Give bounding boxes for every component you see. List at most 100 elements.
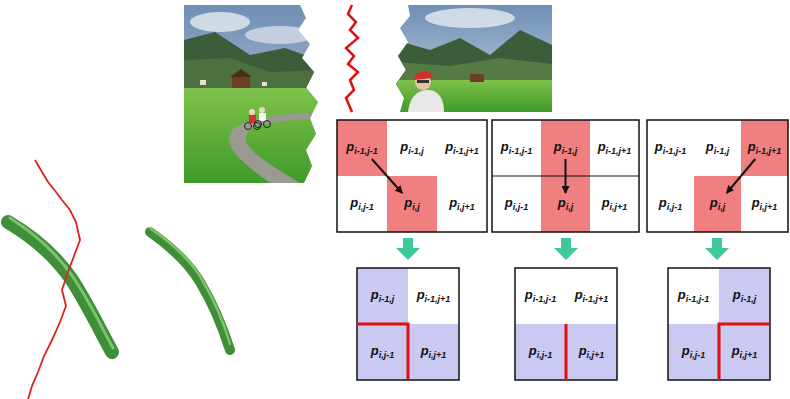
pixel-cell: pi-1,j+1 (590, 120, 639, 176)
pixel-label: pi,j-1 (682, 344, 705, 360)
seam-path-arrow (565, 159, 567, 193)
pixel-cell: pi-1,j (357, 268, 408, 324)
pixel-cell: pi,j+1 (590, 176, 639, 232)
pixel-label: pi-1,j-1 (346, 140, 377, 156)
cell-fill (590, 120, 639, 176)
cell-fill (437, 176, 487, 232)
pixel-label: pi,j-1 (371, 344, 394, 360)
photo-right (395, 5, 552, 112)
pixel-cell: pi,j-1 (668, 324, 719, 380)
green-arrows (396, 238, 729, 260)
pixel-label: pi-1,j+1 (445, 140, 479, 156)
photo-left (184, 5, 324, 183)
cell-fill (515, 324, 566, 380)
pixel-label: pi-1,j+1 (575, 288, 609, 304)
pixel-cell: pi,j+1 (408, 324, 459, 380)
pixel-cell: pi-1,j-1 (668, 268, 719, 324)
pixel-label: pi-1,j (400, 140, 423, 156)
pixel-cell: pi,j+1 (437, 176, 487, 232)
pixel-label: pi-1,j (706, 140, 729, 156)
pixel-label: pi-1,j-1 (678, 288, 709, 304)
pixel-cell: pi-1,j+1 (741, 120, 788, 176)
pixel-label: pi,j-1 (350, 196, 373, 212)
cell-fill (357, 268, 408, 324)
seam-line (346, 5, 358, 112)
pixel-cell: pi-1,j (694, 120, 741, 176)
pixel-label: pi-1,j+1 (598, 140, 632, 156)
pixel-cell: pi-1,j (541, 120, 590, 176)
pixel-label: pi,j+1 (602, 196, 628, 212)
cyclists (245, 107, 271, 130)
cell-fill (408, 268, 459, 324)
cell-fill (408, 324, 459, 380)
cell-fill (387, 120, 437, 176)
cell-fill (590, 176, 639, 232)
cell-fill (492, 120, 541, 176)
pixel-label: pi-1,j-1 (655, 140, 686, 156)
pixel-label: pi-1,j+1 (417, 288, 451, 304)
seam-path-arrow (727, 159, 756, 193)
cyclist (408, 71, 444, 112)
pixel-label: pi,j-1 (529, 344, 552, 360)
pixel-cell: pi,j-1 (492, 176, 541, 232)
cell-fill (337, 176, 387, 232)
cell-fill (566, 324, 617, 380)
cell-fill (668, 324, 719, 380)
pixel-cell: pi-1,j+1 (408, 268, 459, 324)
pixel-cell: pi-1,j (387, 120, 437, 176)
cell-fill (668, 268, 719, 324)
pixel-cell: pi-1,j+1 (437, 120, 487, 176)
stalk-carved (150, 228, 230, 350)
pixel-label: pi,j+1 (732, 344, 758, 360)
cell-fill (719, 268, 770, 324)
pixel-label: pi-1,j-1 (525, 288, 556, 304)
pixel-label: pi,j+1 (421, 344, 447, 360)
pixel-label: pi-1,j-1 (501, 140, 532, 156)
pixel-label: pi,j (558, 196, 573, 212)
cell-fill (515, 268, 566, 324)
pixel-cell: pi,j-1 (515, 324, 566, 380)
cell-fill (741, 176, 788, 232)
pixel-cell: pi-1,j-1 (492, 120, 541, 176)
cell-fill (694, 120, 741, 176)
cell-fill (357, 324, 408, 380)
cell-fill (492, 176, 541, 232)
pixel-label: pi,j (710, 196, 725, 212)
pixel-label: pi,j+1 (449, 196, 475, 212)
cell-fill (566, 268, 617, 324)
pixel-cell: pi-1,j+1 (566, 268, 617, 324)
pixel-cell: pi,j+1 (741, 176, 788, 232)
pixel-cell: pi-1,j-1 (647, 120, 694, 176)
seam-path-arrow (372, 159, 402, 193)
pixel-label: pi,j-1 (505, 196, 528, 212)
pixel-cell: pi,j+1 (719, 324, 770, 380)
seam-cut-lines (357, 324, 770, 380)
pixel-cell: pi,j-1 (647, 176, 694, 232)
cell-fill (647, 120, 694, 176)
pixel-cell: pi,j (541, 176, 590, 232)
pixel-cell: pi,j (694, 176, 741, 232)
pixel-label: pi,j (404, 196, 419, 212)
cell-fill (719, 324, 770, 380)
cell-fill (437, 120, 487, 176)
pixel-label: pi,j-1 (659, 196, 682, 212)
pixel-cell: pi-1,j (719, 268, 770, 324)
pixel-label: pi-1,j (554, 140, 577, 156)
pixel-label: pi-1,j (371, 288, 394, 304)
stalk-with-seam (8, 160, 113, 399)
pixel-label: pi,j+1 (752, 196, 778, 212)
grid-frames (337, 120, 788, 380)
pixel-cell: pi-1,j-1 (337, 120, 387, 176)
cell-fill (647, 176, 694, 232)
pixel-cell: pi-1,j-1 (515, 268, 566, 324)
cell-backgrounds (337, 120, 788, 380)
pixel-cell: pi,j-1 (337, 176, 387, 232)
pixel-label: pi-1,j+1 (748, 140, 782, 156)
pixel-label: pi,j+1 (579, 344, 605, 360)
pixel-label: pi-1,j (733, 288, 756, 304)
pixel-cell: pi,j-1 (357, 324, 408, 380)
pixel-cell: pi,j (387, 176, 437, 232)
pixel-cell: pi,j+1 (566, 324, 617, 380)
